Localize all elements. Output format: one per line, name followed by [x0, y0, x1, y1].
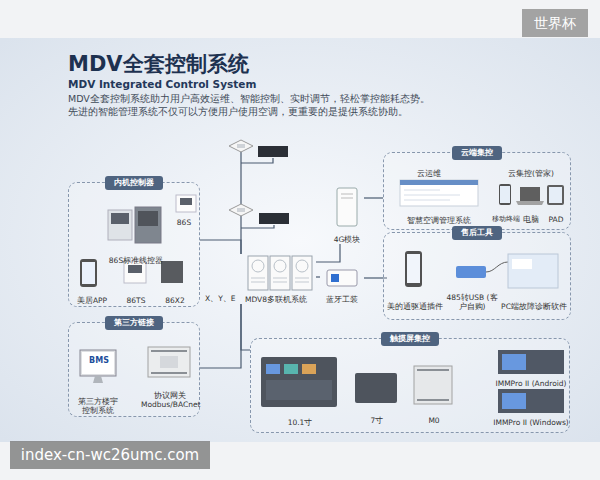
device-node: 86S: [169, 195, 199, 227]
device-node: 协议网关 Modbus/BACnet: [141, 345, 199, 409]
outdoor-unit: [270, 256, 290, 290]
bluetooth-tool: [327, 270, 357, 286]
device-label: 美居APP: [71, 296, 113, 305]
diagram-title: MDV全套控制系统: [68, 50, 249, 78]
connector-line: [364, 197, 383, 198]
group-heading: 第三方链接: [105, 316, 163, 330]
text-label: 先进的智能管理系统不仅可以方便用户使用空调，更重要的是提供系统协助。: [68, 106, 408, 119]
device-node: IMMPro II (Windows): [493, 387, 569, 427]
device-node: 86TS: [119, 259, 153, 305]
device-label: IMMPro II (Android): [493, 379, 569, 388]
unit-louvers: [251, 278, 309, 282]
device-label: 7寸: [351, 416, 403, 425]
board: [0, 38, 600, 442]
device-label: 86S: [169, 218, 199, 227]
group-heading: 云端集控: [452, 146, 502, 160]
outdoor-unit: [248, 256, 268, 290]
device-node: 美的通驱通插件: [387, 249, 443, 311]
device-label: 第三方楼宇控制系统: [75, 397, 121, 415]
cassette-grille: [237, 144, 245, 148]
device-node: M0: [411, 363, 457, 425]
text-label: index-cn-wc26umc.com: [10, 441, 210, 469]
device-node: 蓝牙工装: [320, 264, 364, 304]
device-node: 86X2: [156, 259, 194, 305]
duct-unit: [258, 146, 288, 157]
device-label: M0: [411, 416, 457, 425]
device-node: 4G模块: [330, 186, 364, 244]
device-node: 86S标准线控器: [96, 207, 176, 265]
text-label: MDV Integrated Control System: [68, 78, 256, 90]
group-box: 云端集控云运维智慧空调管理系统云集控(管家)移动终端电脑PAD: [383, 152, 571, 230]
device-label: MDV8多联机系统: [236, 295, 316, 304]
cassette-grille: [237, 208, 245, 212]
4g-module: [337, 188, 357, 226]
device-node: 10.1寸: [257, 355, 343, 427]
device-text: BMS: [81, 356, 117, 365]
bluetooth-mark: [331, 274, 339, 282]
group-box: 内机控制器86S86S标准线控器美居APP86TS86X2: [68, 182, 200, 307]
connector-line: [200, 240, 241, 254]
device-label: 蓝牙工装: [320, 295, 364, 304]
device-label: 86S标准线控器: [96, 256, 176, 265]
device-text: 云运维: [417, 169, 457, 178]
group-heading: 售后工具: [452, 226, 502, 240]
connector-line: [316, 276, 320, 277]
device-text: 电脑: [521, 215, 541, 224]
device-label: 86TS: [119, 296, 153, 305]
device-label: 智慧空调管理系统: [393, 216, 485, 225]
group-box: 售后工具美的通驱通插件485转USB (客户自购)PC端故障诊断软件: [383, 232, 571, 320]
device-node: PC端故障诊断软件: [501, 251, 567, 311]
text-label: 世界杯: [522, 9, 588, 37]
device-label: IMMPro II (Windows): [493, 418, 569, 427]
group-heading: 内机控制器: [105, 176, 163, 190]
device-node: 7寸: [351, 369, 403, 425]
device-label: 4G模块: [330, 235, 364, 244]
device-text: PAD: [543, 215, 569, 224]
duct-unit: [259, 213, 289, 224]
fan-grille: [252, 260, 264, 272]
device-node: 云运维智慧空调管理系统: [393, 169, 485, 225]
device-node: 485转USB (客户自购): [445, 259, 499, 311]
group-heading: 触摸屏集控: [381, 332, 439, 346]
device-label: 86X2: [156, 296, 194, 305]
device-label: PC端故障诊断软件: [501, 302, 567, 311]
device-text: 移动终端: [491, 215, 521, 224]
connector-line: [316, 244, 340, 262]
device-text: 云集控(管家): [493, 169, 569, 178]
connector-line: [200, 304, 241, 368]
device-label: 协议网关 Modbus/BACnet: [141, 391, 199, 409]
device-label: 美的通驱通插件: [387, 302, 443, 311]
device-node: 美居APP: [71, 257, 113, 305]
device-node: 云集控(管家) 移动终端电脑PAD: [493, 169, 569, 225]
cassette-unit: [229, 140, 253, 152]
device-node: MDV8多联机系统: [236, 254, 316, 304]
fan-grille: [274, 260, 286, 272]
device-node: IMMPro II (Android): [493, 348, 569, 388]
module-vents: [341, 194, 353, 198]
bus-wire: [240, 150, 241, 254]
branch-wire: [241, 158, 273, 163]
cassette-unit: [229, 204, 253, 216]
text-label: MDV全套控制系统助力用户高效运维、智能控制、实时调节，轻松掌控能耗态势。: [68, 93, 430, 106]
branch-wire: [241, 225, 274, 228]
text-label: X、Y、E: [205, 294, 235, 304]
group-box: 触摸屏集控10.1寸7寸M0IMMPro II (Android)IMMPro …: [250, 338, 570, 433]
device-label: 485转USB (客户自购): [445, 293, 499, 311]
group-box: 第三方链接BMS第三方楼宇控制系统协议网关 Modbus/BACnet: [68, 322, 200, 417]
outdoor-unit: [292, 256, 312, 290]
device-node: BMS 第三方楼宇控制系统: [75, 347, 121, 415]
connector-line: [241, 304, 250, 350]
fan-grille: [296, 260, 308, 272]
device-label: 10.1寸: [257, 418, 343, 427]
